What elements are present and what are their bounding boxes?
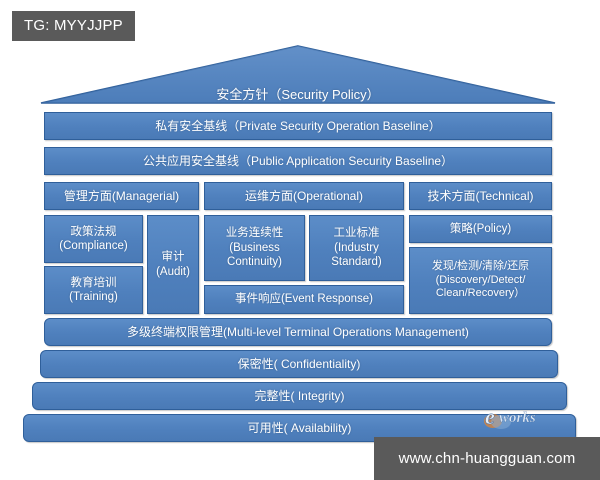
cell-business-continuity-cn: 业务连续性 [225, 227, 284, 240]
url-watermark-tag: www.chn-huangguan.com [374, 437, 600, 480]
cell-industry-standard-en-1: (Industry [334, 241, 379, 254]
cell-industry-standard-cn: 工业标准 [333, 227, 380, 240]
layer-confidentiality: 保密性( Confidentiality) [40, 350, 558, 378]
cell-business-continuity-en-2: Continuity) [227, 256, 282, 269]
cell-audit-en: (Audit) [156, 265, 190, 278]
cell-industry-standard-en-2: Standard) [331, 256, 382, 269]
cell-compliance-cn: 政策法规 [70, 225, 117, 238]
pillar-header-operational-label: 运维方面(Operational) [244, 188, 364, 203]
tg-tag: TG: MYYJJPP [12, 11, 135, 41]
cell-training-en: (Training) [69, 291, 118, 303]
roof-triangle-icon [40, 45, 556, 104]
layer-integrity: 完整性( Integrity) [32, 382, 567, 410]
cell-event-response-label: 事件响应(Event Response) [234, 293, 374, 306]
cell-business-continuity-en-1: (Business [229, 241, 280, 254]
cell-audit: 审计 (Audit) [147, 215, 199, 314]
cell-compliance: 政策法规 (Compliance) [44, 215, 143, 263]
layer-integrity-label: 完整性( Integrity) [254, 388, 345, 403]
cell-policy-label: 策略(Policy) [449, 222, 512, 235]
pillar-header-operational: 运维方面(Operational) [204, 182, 404, 210]
cell-compliance-en: (Compliance) [59, 240, 128, 252]
layer-multilevel-terminal-operations-label: 多级终端权限管理(Multi-level Terminal Operations… [127, 324, 469, 339]
cell-discovery-en-1: (Discovery/Detect/ [435, 273, 526, 286]
pillar-header-technical: 技术方面(Technical) [409, 182, 552, 210]
layer-multilevel-terminal-operations: 多级终端权限管理(Multi-level Terminal Operations… [44, 318, 552, 346]
cell-discovery-en-2: Clean/Recovery） [435, 287, 526, 300]
pillar-header-managerial-label: 管理方面(Managerial) [63, 188, 180, 203]
cell-audit-cn: 审计 [161, 251, 185, 264]
roof-security-policy: 安全方针（Security Policy） [40, 45, 556, 107]
pillar-header-technical-label: 技术方面(Technical) [427, 188, 534, 203]
layer-confidentiality-label: 保密性( Confidentiality) [237, 356, 361, 371]
cell-discovery-cn: 发现/检测/清除/还原 [431, 259, 530, 272]
cell-policy: 策略(Policy) [409, 215, 552, 243]
cell-discovery-detect-clean-recovery: 发现/检测/清除/还原 (Discovery/Detect/ Clean/Rec… [409, 247, 552, 314]
cell-training-cn: 教育培训 [70, 276, 117, 289]
cell-industry-standard: 工业标准 (Industry Standard) [309, 215, 404, 281]
layer-private-security-baseline-label: 私有安全基线（Private Security Operation Baseli… [155, 118, 441, 133]
layer-public-application-baseline: 公共应用安全基线（Public Application Security Bas… [44, 147, 552, 175]
layer-public-application-baseline-label: 公共应用安全基线（Public Application Security Bas… [142, 153, 454, 168]
layer-availability-label: 可用性( Availability) [247, 420, 352, 435]
pillar-header-managerial: 管理方面(Managerial) [44, 182, 199, 210]
cell-event-response: 事件响应(Event Response) [204, 285, 404, 314]
layer-private-security-baseline: 私有安全基线（Private Security Operation Baseli… [44, 112, 552, 140]
cell-business-continuity: 业务连续性 (Business Continuity) [204, 215, 305, 281]
cell-training: 教育培训 (Training) [44, 266, 143, 314]
